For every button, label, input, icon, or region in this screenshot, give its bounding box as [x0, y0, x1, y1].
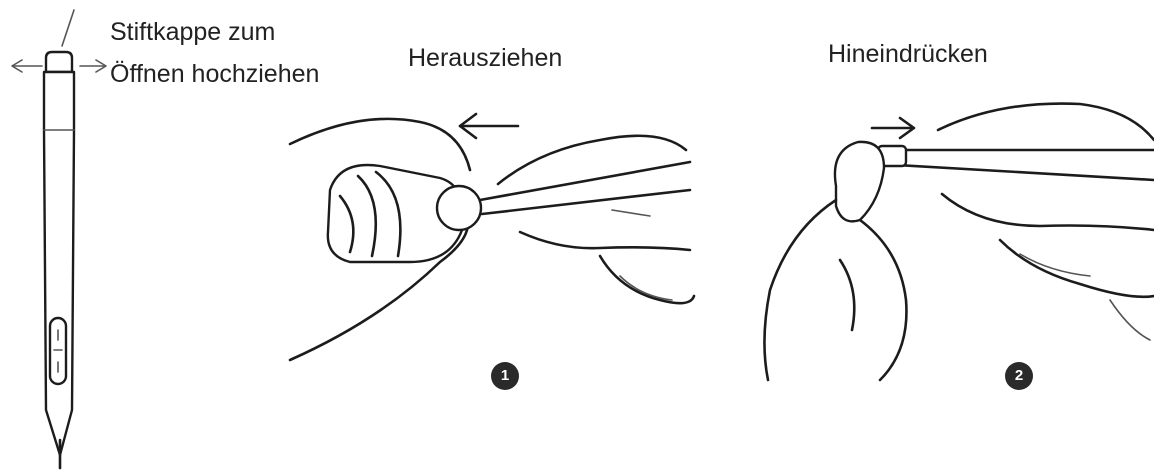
right-hand-lower-finger	[600, 256, 694, 303]
arrow-right-icon	[872, 118, 914, 138]
right-hand2-top	[938, 104, 1154, 140]
pen-cap	[46, 52, 72, 72]
step2-label: Hineindrücken	[828, 38, 988, 70]
right-hand-finger	[520, 232, 690, 250]
right-hand2-bottom	[1110, 300, 1150, 340]
step2-illustration	[764, 104, 1154, 380]
right-hand-top	[498, 136, 686, 184]
right-hand2-finger	[942, 194, 1154, 230]
step2-number-badge: 2	[1005, 362, 1033, 390]
left-hand-upper	[290, 119, 470, 170]
right-hand2-lower-finger	[1000, 240, 1154, 297]
cap-pointer-line	[62, 10, 74, 46]
pen-illustration	[12, 10, 106, 468]
step1-label: Herausziehen	[408, 42, 562, 74]
step1-number-badge: 1	[491, 362, 519, 390]
pushing-finger	[835, 142, 884, 222]
left-hand2-crease	[840, 260, 854, 330]
right-hand-crease	[612, 210, 650, 216]
arrow-left-icon	[460, 114, 518, 138]
pen2-barrel-bottom	[880, 164, 1154, 180]
pen-nib	[437, 186, 481, 230]
left-hand2-finger	[860, 220, 906, 380]
pen-side-button	[50, 318, 66, 384]
cap-instruction-line2: Öffnen hochziehen	[110, 58, 319, 90]
right-hand2-knuckle	[1020, 254, 1090, 276]
step1-illustration	[290, 114, 694, 360]
cap-instruction-line1: Stiftkappe zum	[110, 16, 275, 48]
left-hand2-palm	[764, 200, 836, 380]
